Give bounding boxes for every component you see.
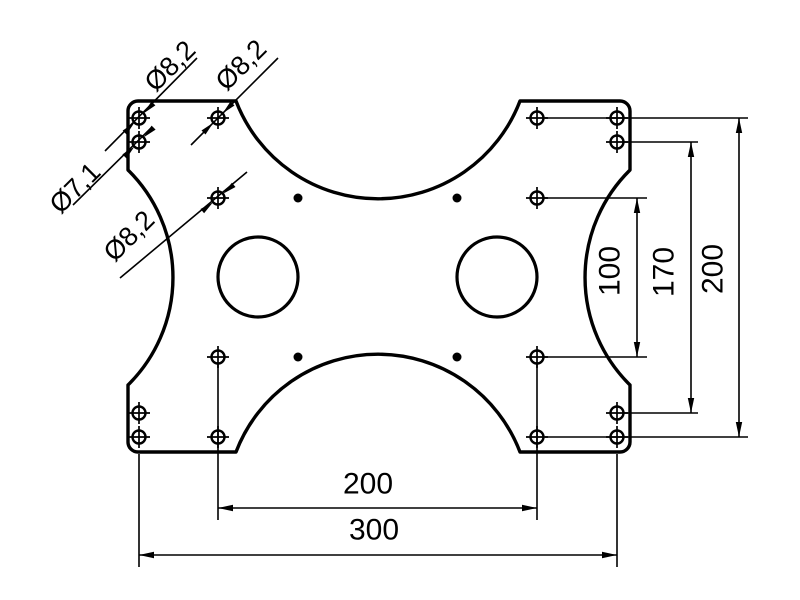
extension-lines [138, 117, 748, 567]
plate-outline [126, 99, 632, 454]
dimension-arrow [633, 198, 641, 213]
dimension-arrow [218, 504, 233, 512]
leader-line [72, 126, 153, 206]
leader-line [119, 171, 248, 279]
diameter-leader-lines [72, 57, 279, 279]
reference-dot [293, 352, 303, 362]
large-holes [216, 235, 539, 319]
diameter-label-1: Ø8,2 [139, 35, 202, 98]
diameter-label-2: Ø8,2 [210, 34, 273, 97]
leader-arrow [143, 101, 156, 114]
mounting-hole [128, 426, 150, 448]
diameter-label-3: Ø7,1 [44, 157, 107, 220]
dimension-arrow [735, 422, 743, 437]
leader-arrow [223, 182, 236, 194]
dimension-arrow [687, 398, 695, 413]
dimension-arrow [735, 118, 743, 133]
leader-arrow [201, 122, 214, 135]
mounting-hole [526, 107, 548, 129]
dim-label-300-bottom: 300 [349, 514, 399, 547]
mounting-holes [128, 107, 628, 448]
dimension-arrow [633, 342, 641, 357]
leader-arrow [143, 125, 156, 138]
dimension-arrow [139, 551, 154, 559]
large-hole-left [216, 235, 300, 319]
dimension-arrow [522, 504, 537, 512]
center-dots [293, 193, 462, 362]
dimension-arrow [687, 142, 695, 157]
mounting-hole [128, 107, 150, 129]
dimension-arrow [602, 551, 617, 559]
mounting-hole [128, 402, 150, 424]
diameter-label-4: Ø8,2 [98, 205, 161, 268]
reference-dot [452, 352, 462, 362]
dim-label-200-bottom: 200 [343, 468, 393, 501]
leader-arrow [122, 146, 135, 159]
dim-label-200-right: 200 [697, 244, 730, 294]
large-hole-right [455, 235, 539, 319]
reference-dot [293, 193, 303, 203]
mounting-hole [128, 131, 150, 153]
leader-arrow [200, 202, 213, 214]
mounting-hole [207, 187, 229, 209]
dim-label-100-right: 100 [594, 246, 627, 296]
leader-arrow [122, 122, 135, 135]
reference-dot [452, 193, 462, 203]
dim-label-170-right: 170 [648, 247, 681, 297]
dimension-lines [139, 118, 743, 559]
leader-arrow [222, 101, 235, 114]
